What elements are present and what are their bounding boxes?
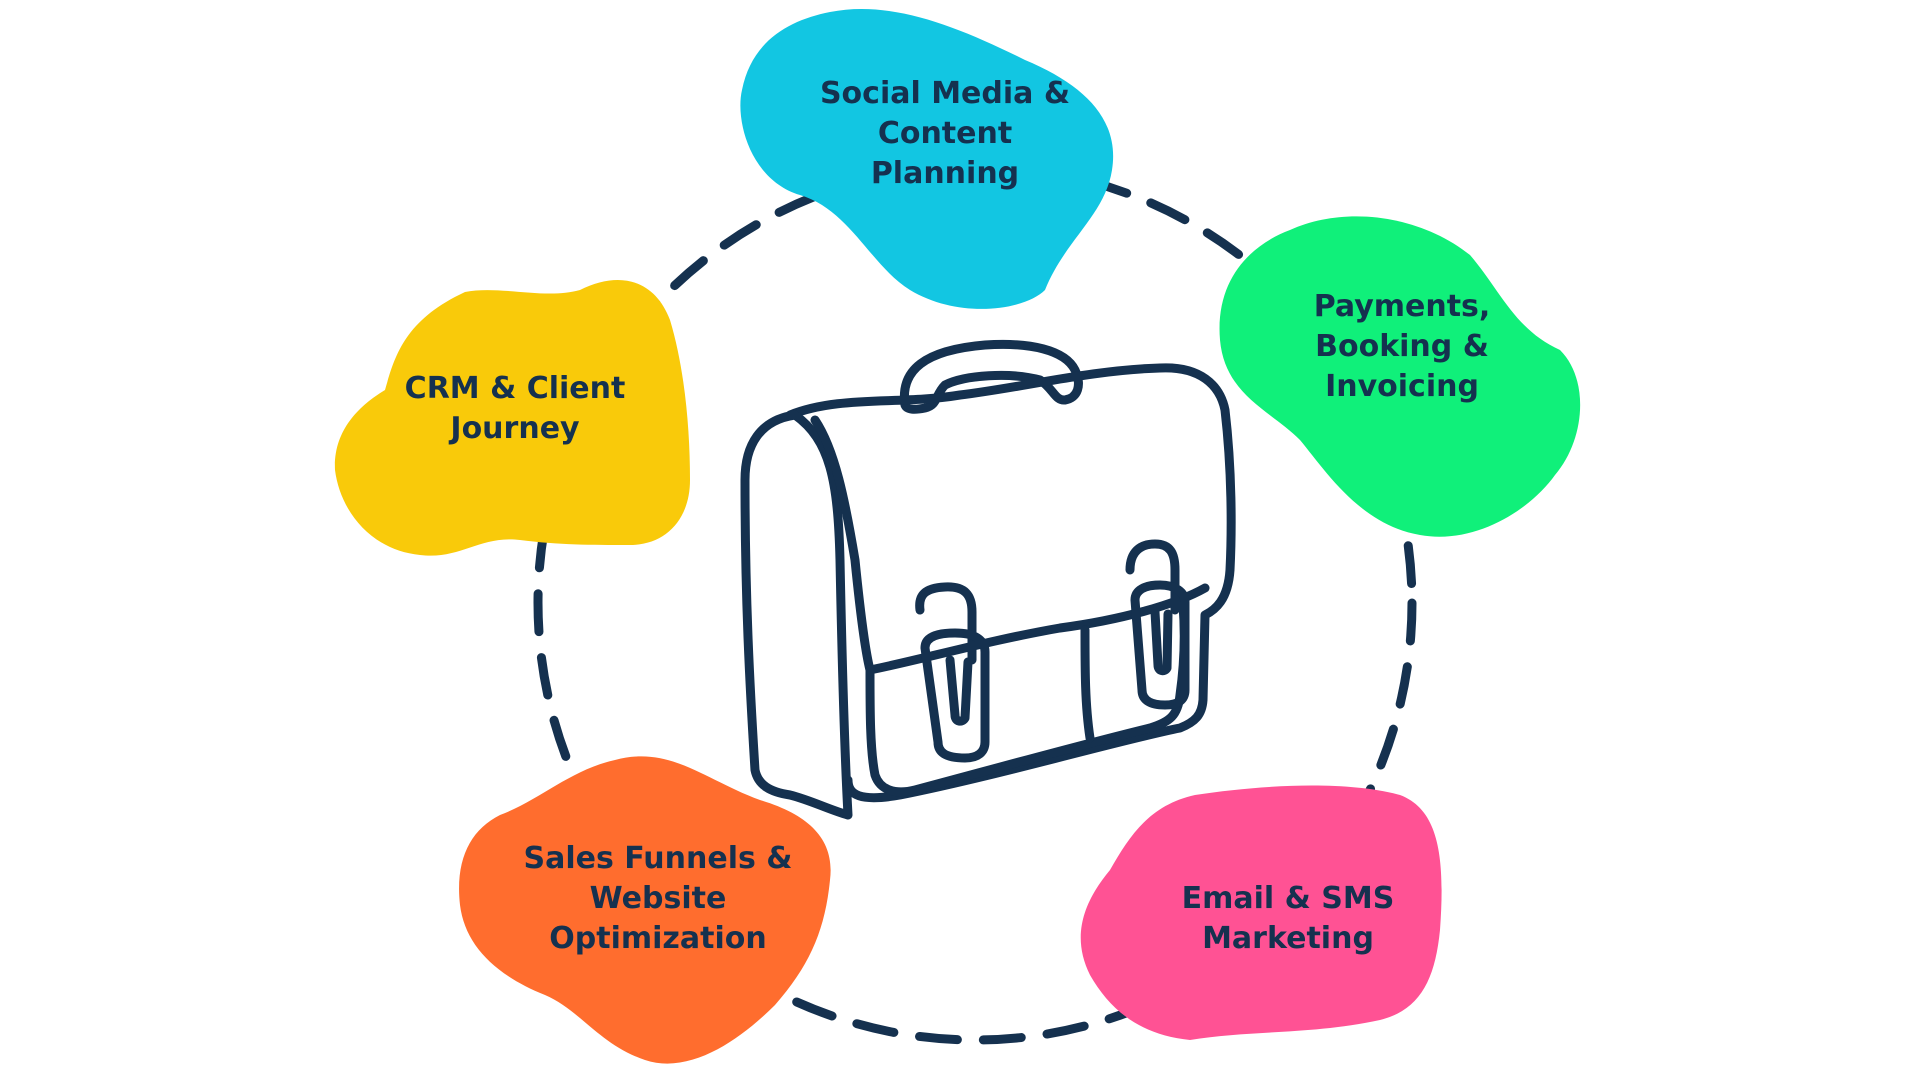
briefcase-back — [785, 363, 1236, 803]
blob-email-sms — [1080, 785, 1442, 1040]
label-line: Booking & — [1315, 329, 1489, 364]
label-line: Sales Funnels & — [524, 841, 793, 876]
label-line: Email & SMS — [1182, 881, 1395, 916]
label-email-sms: Email & SMS Marketing — [1182, 881, 1395, 956]
right-clasp — [1125, 539, 1180, 615]
label-line: Invoicing — [1325, 369, 1479, 404]
right-clasp-slot — [1150, 607, 1173, 676]
left-clasp-tab — [920, 628, 990, 763]
briefcase-side — [740, 410, 853, 820]
label-line: CRM & Client — [405, 371, 626, 406]
briefcase-icon — [740, 339, 1236, 820]
blob-crm — [334, 280, 690, 556]
label-line: Payments, — [1314, 289, 1491, 324]
label-line: Social Media & — [820, 76, 1070, 111]
label-line: Planning — [871, 156, 1019, 191]
briefcase-flap — [810, 415, 1210, 675]
label-line: Content — [878, 116, 1012, 151]
blob-sales-funnels — [459, 756, 831, 1064]
left-clasp — [915, 582, 977, 665]
right-clasp-tab — [1130, 580, 1190, 710]
label-payments: Payments, Booking & Invoicing — [1314, 289, 1491, 404]
label-line: Marketing — [1202, 921, 1374, 956]
briefcase-pocket-divider — [1080, 625, 1095, 743]
label-line: Optimization — [549, 921, 766, 956]
blob-payments — [1219, 216, 1581, 537]
label-line: Website — [590, 881, 727, 916]
briefcase-handle — [899, 339, 1083, 414]
label-line: Journey — [448, 411, 580, 446]
blob-social-media — [740, 8, 1114, 309]
left-clasp-slot — [945, 655, 973, 726]
